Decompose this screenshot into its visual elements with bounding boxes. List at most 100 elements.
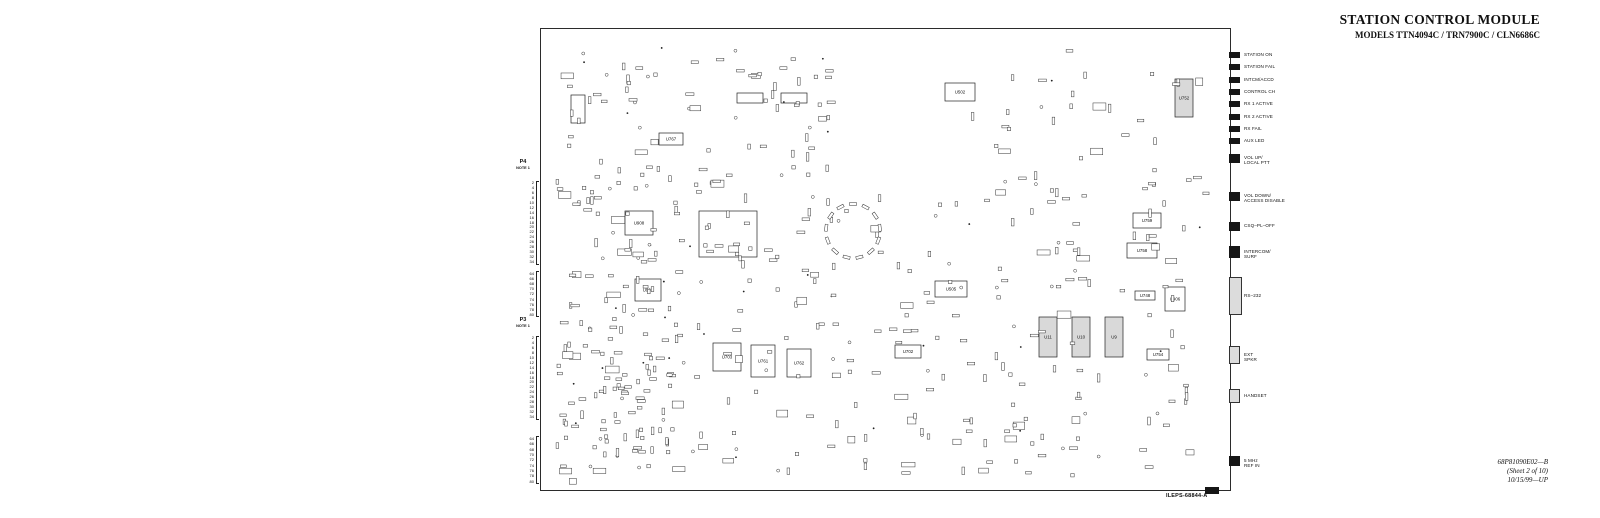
svg-text:U758: U758: [1137, 248, 1148, 253]
svg-text:U767: U767: [666, 137, 677, 142]
edge-label: 5 MHz REF IN: [1244, 457, 1260, 469]
pin-number: 14: [529, 209, 534, 215]
pin-number: 26: [529, 239, 534, 245]
pin-number: 10: [529, 354, 534, 360]
component-U761: U761: [750, 344, 776, 378]
svg-text:U762: U762: [794, 361, 805, 366]
pin-number: 20: [529, 379, 534, 385]
svg-text:U906: U906: [1170, 297, 1181, 302]
edge-label: RX 2 ACTIVE: [1244, 113, 1273, 119]
svg-text:U9: U9: [1111, 335, 1117, 340]
pin-number: 16: [529, 214, 534, 220]
component-scatter: [555, 47, 1210, 485]
pin-number: 70: [529, 451, 534, 457]
edge-connector-tab: [1229, 77, 1240, 83]
pin-number: 30: [529, 404, 534, 410]
component-U752: U752: [1174, 78, 1194, 118]
pin-number: 74: [529, 462, 534, 468]
connector-bracket: [536, 181, 539, 265]
pin-number: 22: [529, 384, 534, 390]
component-U906: U906: [1164, 286, 1186, 312]
component-U754: U754: [1146, 348, 1170, 361]
edge-label: VOL UP/ LOCAL PTT: [1244, 154, 1270, 166]
edge-label: STATION FAIL: [1244, 63, 1276, 69]
edge-connector-tab: [1229, 126, 1240, 132]
component-ring: [824, 202, 882, 260]
pin-number: 2: [531, 180, 534, 185]
pin-number: 34: [529, 414, 534, 419]
edge-connector-tab: [1229, 191, 1240, 201]
edge-connector-tab: [1229, 114, 1240, 120]
pin-number: 10: [529, 199, 534, 205]
svg-text:U752: U752: [1179, 96, 1190, 101]
sheet-number: (Sheet 2 of 10): [1506, 467, 1548, 476]
pin-number: 26: [529, 394, 534, 400]
edge-label: EXT SPKR: [1244, 351, 1257, 363]
pin-number: 12: [529, 359, 534, 365]
component-U767: U767: [658, 132, 684, 146]
pin-number: 6: [531, 189, 534, 195]
pin-number: 78: [529, 473, 534, 479]
component-U748: U748: [1134, 290, 1156, 301]
pin-number: 18: [529, 219, 534, 225]
pin-number: 4: [531, 339, 534, 345]
pin-number: 78: [529, 306, 534, 312]
edge-label: RX FAIL: [1244, 125, 1262, 131]
connector-note: NOTE 1: [516, 324, 530, 328]
edge-label: INTCM/ACCD: [1244, 76, 1274, 82]
pin-number: 72: [529, 457, 534, 463]
edge-label: INTERCOM/ SURF: [1244, 248, 1271, 260]
board-silkscreen: U767U908U905U502U505U703U761U762U702U759…: [555, 47, 1210, 485]
edge-connector-tab: [1229, 221, 1240, 231]
edge-label: HANDSET: [1244, 392, 1267, 398]
edge-connector-tab: [1229, 52, 1240, 58]
page-title: STATION CONTROL MODULE: [1339, 12, 1540, 27]
pin-number: 64: [529, 271, 534, 276]
pin-number: 74: [529, 296, 534, 302]
doc-footer: 68P81090E02—B (Sheet 2 of 10) 10/15/99—U…: [1497, 458, 1548, 486]
pin-number: 68: [529, 281, 534, 287]
svg-text:U754: U754: [1153, 352, 1164, 357]
connector-name: P3: [519, 317, 527, 323]
edge-connector-tab: [1229, 101, 1240, 107]
svg-text:U10: U10: [1077, 335, 1086, 340]
pin-number: 32: [529, 409, 534, 415]
pin-number: 4: [531, 184, 534, 190]
component-U10: U10: [1071, 316, 1091, 358]
component-U502: U502: [944, 82, 976, 102]
edge-label: CONTROL CH: [1244, 88, 1276, 94]
pin-number: 28: [529, 244, 534, 250]
pin-number: 66: [529, 441, 534, 447]
edge-label: VOL DOWN/ ACCESS DISABLE: [1244, 192, 1285, 204]
pin-number: 64: [529, 436, 534, 441]
svg-text:U748: U748: [1140, 293, 1151, 298]
edge-connector-tab: [1229, 153, 1240, 163]
pin-number: 70: [529, 286, 534, 292]
pin-number: 32: [529, 254, 534, 260]
svg-text:U11: U11: [1044, 335, 1052, 340]
doc-number: 68P81090E02—B: [1497, 458, 1548, 466]
edge-connector-tab: [1229, 456, 1240, 466]
svg-text:U702: U702: [903, 349, 914, 354]
pin-number: 8: [531, 194, 534, 200]
bottom-edge-connector: [1205, 487, 1219, 494]
pin-number: 66: [529, 276, 534, 282]
pin-number: 76: [529, 301, 534, 307]
svg-text:U505: U505: [946, 287, 957, 292]
edge-connector-tab: [1229, 277, 1242, 315]
pin-number: 80: [529, 478, 534, 484]
title-block: STATION CONTROL MODULE MODELS TTN4094C /…: [1340, 12, 1540, 40]
edge-label: CSQ–PL–OFF: [1244, 222, 1275, 228]
page-subtitle: MODELS TTN4094C / TRN7900C / CLN6686C: [1355, 30, 1540, 40]
pin-number: 72: [529, 291, 534, 297]
svg-text:U502: U502: [955, 90, 966, 95]
board-part-number: ILEPS-68844-A: [1166, 493, 1208, 499]
connector-bracket: [536, 271, 539, 317]
pin-number: 24: [529, 234, 534, 240]
edge-connector-tab: [1229, 246, 1240, 258]
edge-connector-tab: [1229, 138, 1240, 144]
component-U11: U11: [1038, 316, 1058, 358]
component-U908: U908: [624, 210, 654, 236]
